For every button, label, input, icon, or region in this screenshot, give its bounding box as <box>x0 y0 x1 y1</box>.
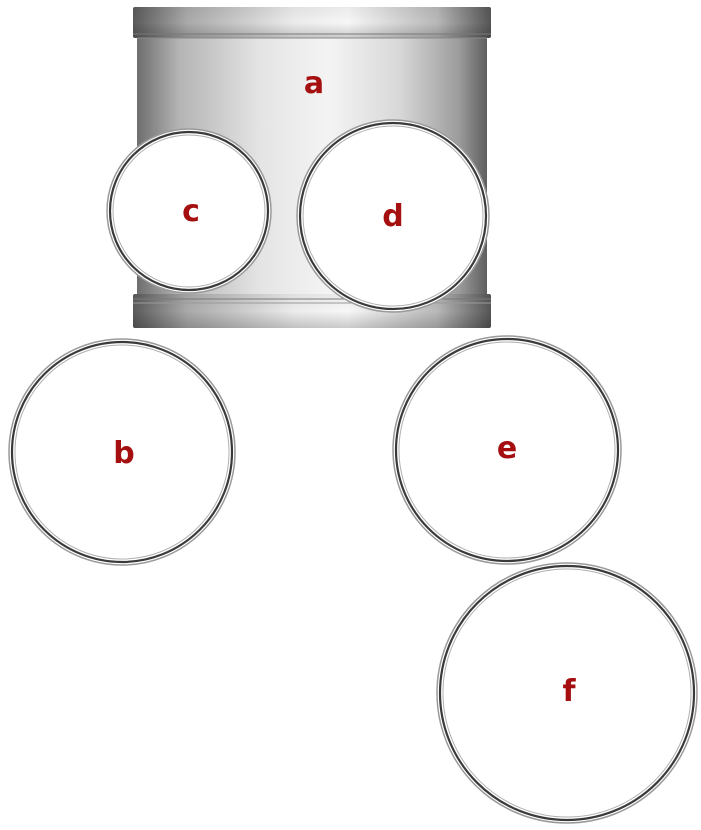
label-b: b <box>113 436 134 471</box>
label-e: e <box>497 431 517 466</box>
label-d: d <box>382 199 403 234</box>
cylinder-top-rim-shade <box>133 7 491 38</box>
label-a: a <box>304 66 324 101</box>
disc-f <box>436 562 698 824</box>
disc-e <box>392 335 622 565</box>
disc-d <box>296 119 490 313</box>
disc-c <box>106 128 272 294</box>
disc-b <box>8 338 236 566</box>
label-f: f <box>562 674 576 709</box>
label-c: c <box>182 194 200 229</box>
